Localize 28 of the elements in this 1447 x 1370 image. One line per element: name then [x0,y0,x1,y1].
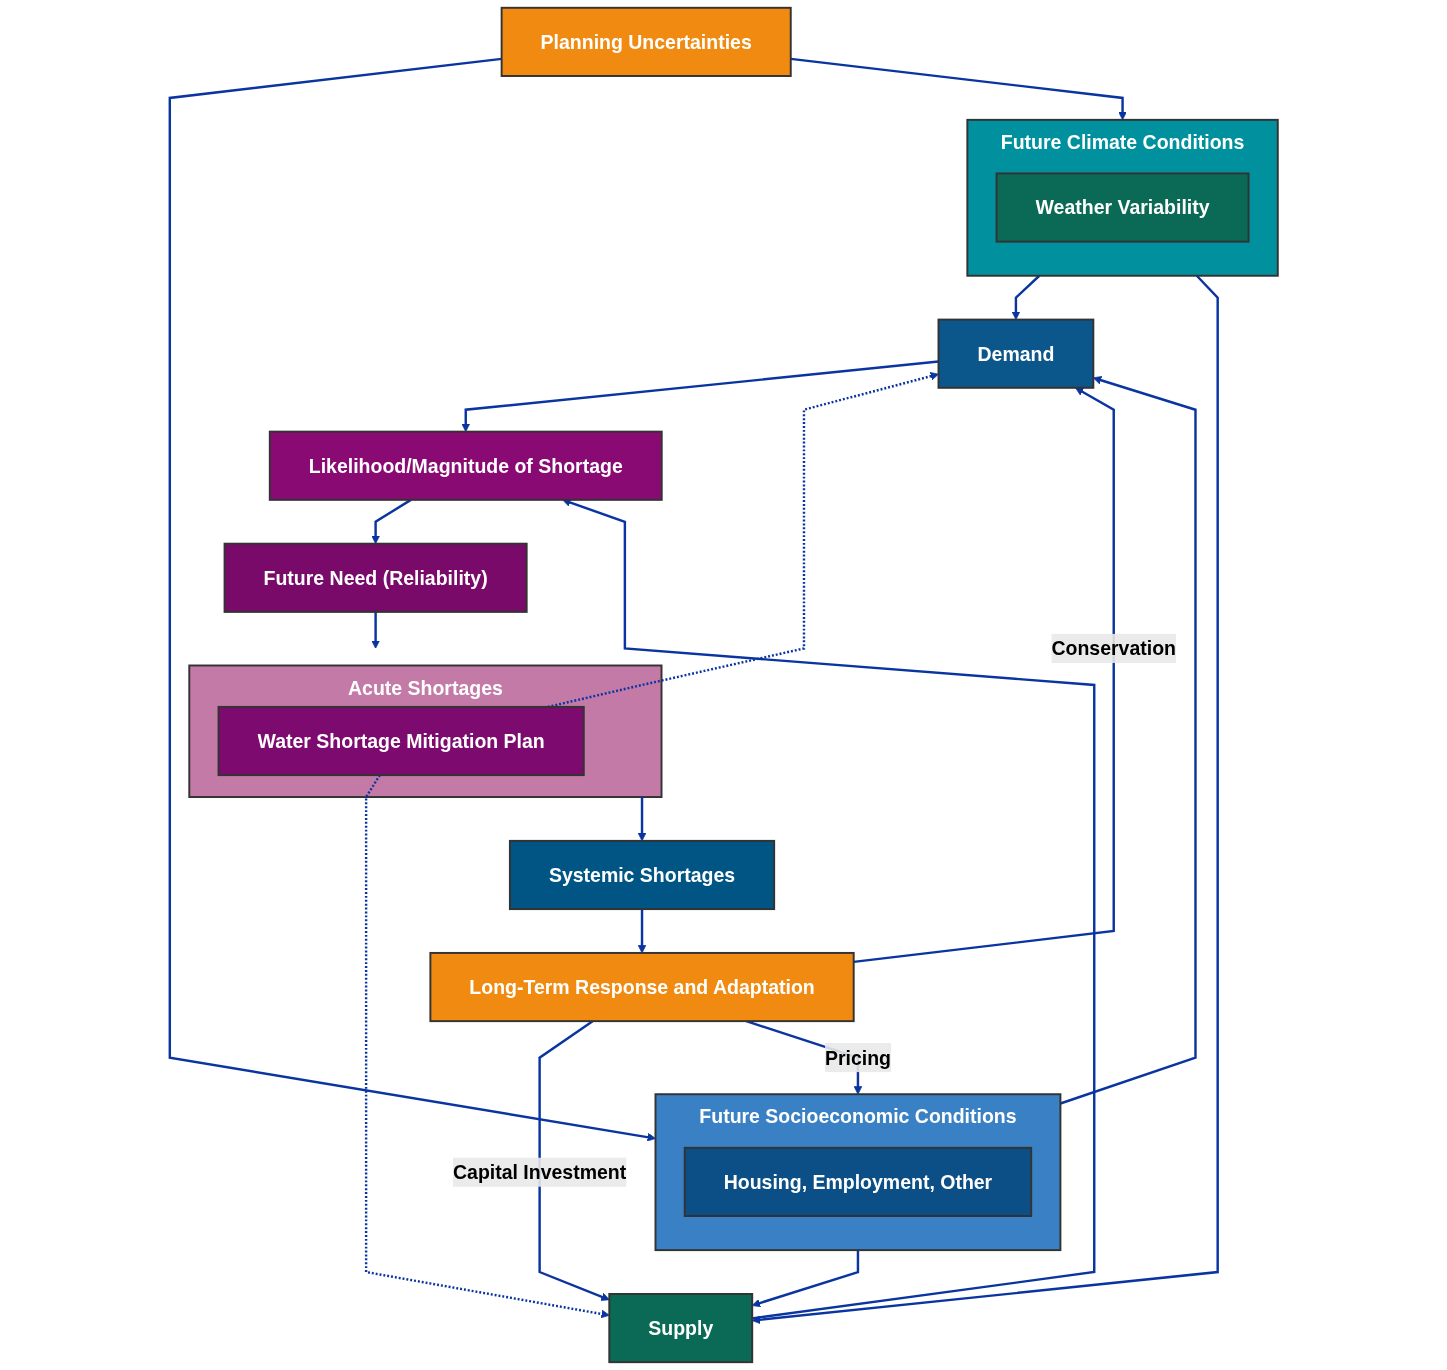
arrow [1059,376,1197,1105]
node-box: Weather Variability [995,172,1250,243]
node-box: Systemic Shortages [508,839,775,911]
arrow [1011,274,1040,320]
arrow [461,360,939,433]
arrow [371,498,412,545]
node-box: Housing, Employment, Other [683,1146,1032,1217]
arrow [561,498,1096,1320]
node-box: Likelihood/Magnitude of Shortage [268,430,663,501]
arrow [371,611,380,649]
arrow [538,1020,610,1301]
node-box: Demand [937,318,1094,389]
edge-label: Capital Investment [452,1161,626,1183]
arrow [751,274,1219,1325]
arrow [637,909,646,954]
arrow [364,774,610,1319]
edge-label: Pricing [824,1046,891,1069]
arrow [853,387,1115,964]
node-box: Planning Uncertainties [500,6,792,77]
arrow [751,1250,859,1308]
arrow [637,797,646,842]
node-box: Long-Term Response and Adaptation [429,951,855,1023]
edge-label: Conservation [1051,637,1176,660]
arrow [168,57,656,1142]
node-box: Water Shortage Mitigation Plan [217,705,585,777]
node-box: Supply [608,1293,753,1364]
node-box: Future Need (Reliability) [223,542,528,613]
arrow [790,57,1127,121]
